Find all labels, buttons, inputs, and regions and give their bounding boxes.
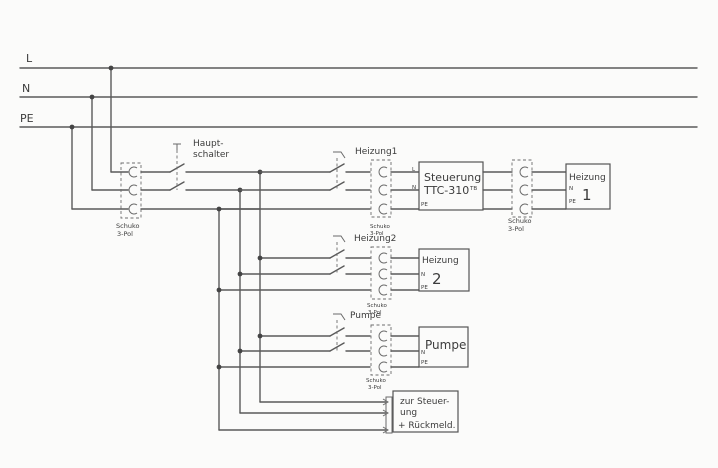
socket-h1 (370, 159, 392, 218)
heizung1-switch (329, 151, 371, 191)
pumpe-feed (390, 335, 420, 368)
socket-pumpe (370, 324, 392, 376)
controller-terminal-n: N (412, 185, 416, 191)
heizung2-terminal-pe: PE (421, 285, 428, 291)
rail-taps (69, 65, 129, 210)
pumpe-label: Pumpe (425, 338, 466, 352)
pumpe-switch (329, 313, 371, 352)
feedback-box (392, 390, 459, 433)
socket-main (120, 162, 142, 219)
controller-label-suffix: TB (469, 186, 477, 192)
heizung2-branch-wires (216, 255, 371, 293)
heizung2-box (418, 248, 470, 292)
feedback-label-2: ung (400, 408, 417, 418)
pumpe-terminal-pe: PE (421, 360, 428, 366)
feedback-wires (218, 401, 387, 431)
feedback-label-3: + Rückmeld. (398, 421, 456, 431)
pumpe-box (418, 326, 469, 368)
pumpe-terminal-n: N (421, 350, 425, 356)
heizung2-terminal-n: N (421, 272, 425, 278)
heizung2-switch (329, 235, 371, 275)
controller-terminal-l: L (412, 167, 416, 173)
socket-pumpe-label-2: 3-Pol (368, 385, 382, 391)
socket-h2-label-1: Schuko (367, 303, 387, 309)
heizung1-feed (531, 171, 567, 210)
heizung2-switch-label: Heizung2 (354, 234, 396, 244)
socket-main-label-2: 3-Pol (117, 230, 133, 238)
rail-label-pe: PE (20, 112, 34, 125)
socket-h1-out-label-1: Schuko (508, 217, 531, 225)
controller-output (482, 171, 513, 210)
socket-h1-out-label-2: 3-Pol (508, 225, 524, 233)
heizung1-label-1: Heizung (569, 173, 606, 183)
heizung2-label-2: 2 (432, 270, 442, 288)
rail-label-n: N (22, 82, 30, 95)
socket-h2 (370, 246, 392, 300)
controller-label-1: Steuerung (424, 171, 481, 184)
socket-pumpe-label-1: Schuko (366, 378, 386, 384)
distribution-bus (216, 169, 371, 431)
feedback-label-1: zur Steuer- (400, 397, 449, 407)
socket-main-label-1: Schuko (116, 222, 139, 230)
heizung2-label-1: Heizung (422, 256, 459, 266)
socket-h1-label-1: Schuko (370, 224, 390, 230)
pumpe-branch-wires (216, 333, 371, 370)
socket-h2-label-2: 3-Pol (368, 310, 382, 316)
heizung1-terminal-pe: PE (569, 199, 576, 205)
heizung1-switch-label: Heizung1 (355, 147, 397, 157)
controller-box (418, 161, 484, 211)
main-switch-label-2: schalter (193, 150, 229, 160)
pumpe-switch-label: Pumpe (350, 311, 381, 321)
controller-feed (390, 171, 420, 210)
main-switch-label-1: Haupt- (193, 139, 223, 149)
heizung2-feed (390, 257, 420, 291)
controller-label-2: TTC-310 (423, 184, 469, 197)
heizung1-terminal-n: N (569, 186, 573, 192)
heizung1-box (565, 163, 611, 210)
rail-label-l: L (26, 52, 33, 65)
socket-h1-out (511, 159, 533, 218)
controller-terminal-pe: PE (421, 202, 428, 208)
socket-h1-label-2: 3-Pol (370, 231, 384, 237)
heizung1-label-2: 1 (582, 186, 592, 204)
